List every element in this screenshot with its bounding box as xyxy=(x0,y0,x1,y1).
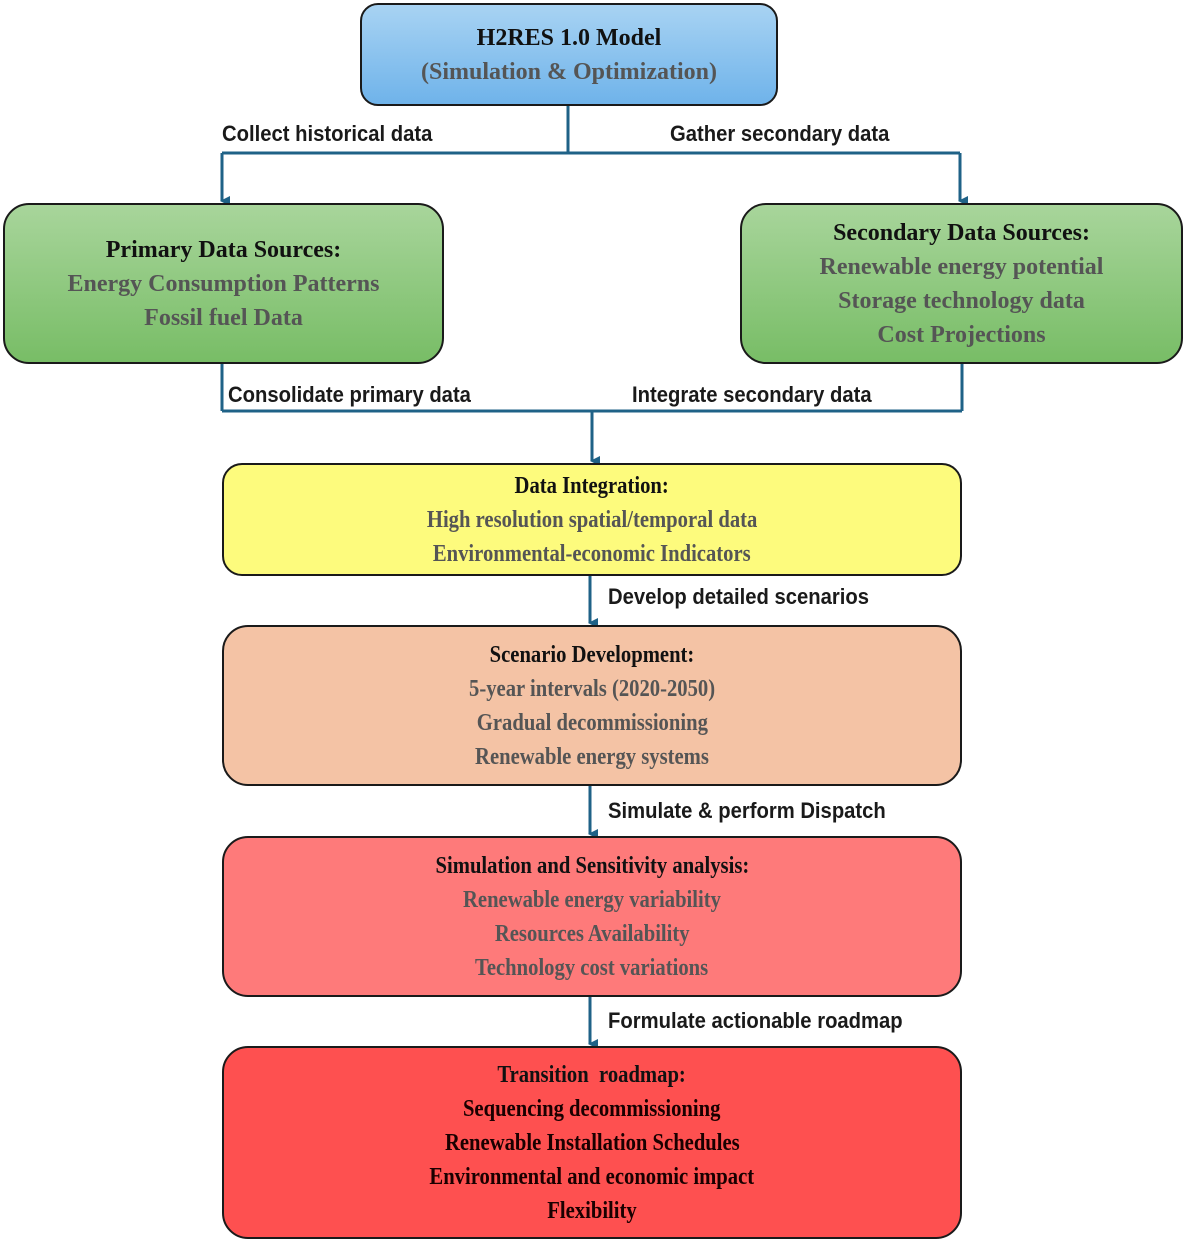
node-title: H2RES 1.0 Model xyxy=(476,24,662,51)
node-line: High resolution spatial/temporal data xyxy=(426,506,758,533)
node-line: Renewable energy potential xyxy=(819,253,1104,280)
node-data-integration: Data Integration: High resolution spatia… xyxy=(222,463,962,576)
node-line: Sequencing decommissioning xyxy=(463,1095,721,1122)
node-scenario-development: Scenario Development: 5-year intervals (… xyxy=(222,625,962,786)
node-line: Technology cost variations xyxy=(475,954,709,981)
node-line: Cost Projections xyxy=(877,321,1046,348)
node-line: Environmental and economic impact xyxy=(429,1163,755,1190)
edge-label-integrate: Integrate secondary data xyxy=(632,382,872,407)
edge-label-gather: Gather secondary data xyxy=(670,121,890,146)
node-h2res-model: H2RES 1.0 Model (Simulation & Optimizati… xyxy=(360,3,778,106)
edge-label-develop: Develop detailed scenarios xyxy=(608,584,869,609)
node-title: Scenario Development: xyxy=(489,641,695,668)
node-primary-data-sources: Primary Data Sources: Energy Consumption… xyxy=(3,203,444,364)
node-line: 5-year intervals (2020-2050) xyxy=(468,675,716,702)
edge-label-formulate: Formulate actionable roadmap xyxy=(608,1008,903,1033)
node-title: Secondary Data Sources: xyxy=(833,219,1090,246)
node-line: Gradual decommissioning xyxy=(476,709,708,736)
node-line: Flexibility xyxy=(547,1197,637,1224)
node-line: Resources Availability xyxy=(494,920,690,947)
node-simulation-sensitivity: Simulation and Sensitivity analysis: Ren… xyxy=(222,836,962,997)
node-line: Renewable Installation Schedules xyxy=(444,1129,740,1156)
node-title: Simulation and Sensitivity analysis: xyxy=(435,852,749,879)
node-line: Renewable energy systems xyxy=(475,743,709,770)
edge-label-consolidate: Consolidate primary data xyxy=(228,382,471,407)
node-title: Primary Data Sources: xyxy=(105,236,342,263)
node-title: Transition roadmap: xyxy=(497,1061,687,1088)
node-line: Renewable energy variability xyxy=(463,886,721,913)
node-line: Storage technology data xyxy=(838,287,1085,314)
node-line: (Simulation & Optimization) xyxy=(420,58,717,85)
node-title: Data Integration: xyxy=(514,472,670,499)
node-secondary-data-sources: Secondary Data Sources: Renewable energy… xyxy=(740,203,1183,364)
node-transition-roadmap: Transition roadmap: Sequencing decommiss… xyxy=(222,1046,962,1239)
node-line: Energy Consumption Patterns xyxy=(67,270,380,297)
edge-label-simulate: Simulate & perform Dispatch xyxy=(608,798,886,823)
node-line: Fossil fuel Data xyxy=(144,304,303,331)
edge-label-collect: Collect historical data xyxy=(222,121,433,146)
node-line: Environmental-economic Indicators xyxy=(433,540,751,567)
